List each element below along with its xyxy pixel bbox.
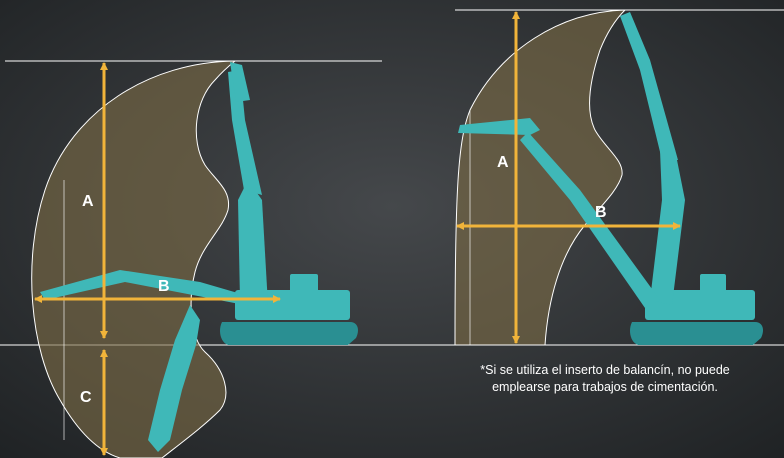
left-excavator-boom-upper [238, 180, 268, 305]
right-excavator-tracks [630, 322, 763, 345]
left-excavator [40, 62, 358, 452]
left-excavator-bucket-upper [230, 62, 250, 102]
left-label-b: B [158, 278, 170, 295]
right-label-b: B [595, 204, 607, 221]
right-excavator-cab [700, 274, 726, 294]
left-excavator-cab [290, 274, 318, 294]
left-excavator-boom-horizontal [40, 270, 255, 306]
left-excavator-tracks [220, 322, 358, 345]
right-label-a: A [497, 154, 509, 171]
footnote: *Si se utiliza el inserto de balancín, n… [440, 362, 770, 396]
left-label-a: A [82, 193, 94, 210]
left-excavator-arm-down [148, 305, 200, 452]
right-excavator-boom-diagonal [520, 132, 660, 308]
right-working-range-zone [454, 9, 627, 346]
left-label-c: C [80, 389, 92, 406]
right-excavator-arm-vertical [620, 12, 678, 160]
footnote-line-1: *Si se utiliza el inserto de balancín, n… [480, 363, 730, 377]
footnote-line-2: emplearse para trabajos de cimentación. [492, 380, 718, 394]
